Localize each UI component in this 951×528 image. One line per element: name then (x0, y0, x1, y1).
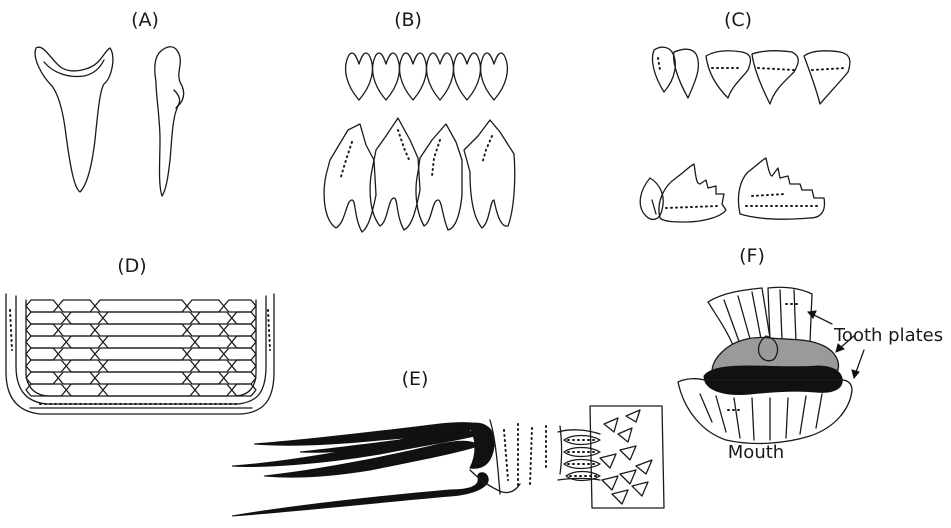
arrow-upper (812, 314, 832, 324)
panel-label-e: (E) (402, 368, 429, 390)
plate-tri-4 (600, 454, 616, 468)
hex-cell (26, 360, 66, 372)
molar-b-4 (464, 120, 515, 228)
panel-c-upper-teeth (652, 47, 849, 104)
plate-tri-2 (626, 410, 640, 422)
panel-b-upper-teeth (346, 53, 508, 100)
hex-cell (95, 372, 187, 384)
tooth-a-front (35, 47, 113, 192)
hex-cell (187, 300, 224, 312)
upper-plate-right (768, 287, 812, 344)
panel-b-molars (324, 118, 515, 232)
hex-cell (232, 360, 256, 372)
arrow-lower (856, 350, 864, 372)
hex-cell (95, 300, 187, 312)
incisor-b-6 (481, 53, 508, 100)
hex-cell (187, 324, 224, 336)
tooth-c-2 (674, 49, 699, 98)
panel-label-b: (B) (394, 9, 422, 31)
tooth-a-side (155, 47, 184, 196)
hex-cell (26, 348, 58, 360)
plate-tri-10 (632, 482, 648, 496)
plate-tri-6 (636, 460, 652, 474)
hex-cell (58, 372, 95, 384)
hex-cell (232, 336, 256, 348)
panel-label-f: (F) (739, 245, 765, 267)
hex-cell (58, 300, 95, 312)
hex-cell (95, 324, 187, 336)
tooth-c-5 (804, 51, 850, 104)
hex-cell (224, 348, 256, 360)
hex-cell (26, 336, 66, 348)
panel-e-radula (232, 406, 664, 516)
plate-tri-3 (618, 428, 632, 442)
hex-cell (66, 312, 103, 324)
hex-cell (224, 324, 256, 336)
incisor-b-3 (400, 53, 427, 100)
tooth-c-1 (652, 47, 675, 92)
hex-cell (103, 312, 195, 324)
hex-cell (187, 348, 224, 360)
plate-tri-1 (604, 418, 618, 432)
panel-label-d: (D) (117, 255, 146, 277)
molar-b-1 (324, 124, 376, 232)
plate-tri-5 (620, 446, 636, 460)
radula-hook (232, 473, 488, 516)
hex-cell (103, 384, 195, 396)
hex-cell (195, 312, 232, 324)
molar-b-2 (370, 118, 420, 230)
hex-cell (66, 336, 103, 348)
hex-cell (103, 336, 195, 348)
tooth-c-serrated-2 (738, 158, 824, 219)
hex-cell (224, 300, 256, 312)
panel-label-c: (C) (724, 9, 752, 31)
label-tooth-plates: Tooth plates (833, 325, 943, 346)
incisor-b-5 (454, 53, 481, 100)
panel-a-teeth (35, 47, 184, 196)
hex-cell (26, 324, 58, 336)
tooth-c-serrated-1 (659, 164, 726, 222)
panel-label-a: (A) (131, 9, 159, 31)
label-mouth: Mouth (728, 442, 784, 463)
hex-cell (232, 312, 256, 324)
hexagon-grid (26, 300, 256, 396)
incisor-b-4 (427, 53, 454, 100)
hex-cell (103, 360, 195, 372)
panel-c-lower-teeth (640, 158, 824, 222)
hex-cell (224, 372, 256, 384)
hex-cell (26, 312, 66, 324)
hex-cell (66, 384, 103, 396)
hex-cell (95, 348, 187, 360)
tooth-c-bud (640, 178, 663, 219)
hex-cell (187, 372, 224, 384)
tooth-c-4 (752, 51, 798, 104)
hex-cell (26, 300, 58, 312)
panel-f-mouth (678, 287, 864, 443)
plate-tri-9 (612, 490, 628, 504)
tooth-c-3 (706, 51, 750, 98)
panel-d-tooth-plate (6, 294, 274, 414)
hex-cell (26, 372, 58, 384)
hex-cell (58, 324, 95, 336)
incisor-b-1 (346, 53, 373, 100)
hex-cell (195, 384, 232, 396)
incisor-b-2 (373, 53, 400, 100)
plate-tri-8 (620, 470, 636, 484)
hex-cell (195, 336, 232, 348)
plate-tri-7 (602, 476, 618, 490)
hex-cell (195, 360, 232, 372)
hex-cell (58, 348, 95, 360)
hex-cell (66, 360, 103, 372)
